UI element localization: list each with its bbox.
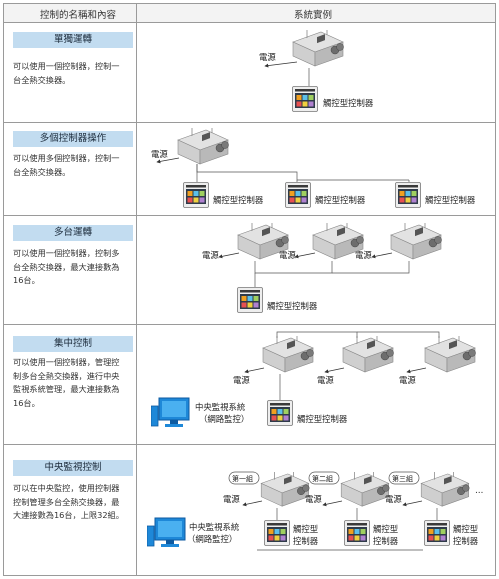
row-description: 可以使用一個控制器，控制一 台全熱交換器。 [13,61,120,85]
touch-controller-icon [264,520,290,546]
row-description-cell: 單獨運轉 可以使用一個控制器，控制一 台全熱交換器。 [4,24,136,122]
row-central-monitoring: 中央監視控制 可以在中央監控，使用控制器 控制管理多台全熱交換器，最 大連接數為… [4,446,495,575]
row-title: 集中控制 [13,336,133,352]
row-title: 中央監視控制 [13,460,133,476]
multi-unit-diagram: 電源 電源 電源 觸控型控制器 [202,223,442,313]
power-label-3: 電源 [355,250,372,260]
heat-exchanger-icon [342,336,394,373]
network-monitoring-label: （網路監控） [199,414,249,424]
computer-monitor-icon [151,397,190,428]
central-control-diagram: 電源 電源 電源 中央監視系統 （網路監控） 觸控型控制器 [151,331,476,428]
power-label-3: 電源 [399,375,416,385]
row-diagram-cell: 電源 電源 電源 中央監視系統 （網路監控） 觸控型控制器 [137,326,495,444]
row-description-cell: 集中控制 可以使用一個控制器，管理控 制多台全熱交換器，進行中央 監視系統管理，… [4,326,136,444]
row-description: 可以在中央監控，使用控制器 控制管理多台全熱交換器，最 大連接數為16台，上限3… [13,483,124,520]
row-central-control: 集中控制 可以使用一個控制器，管理控 制多台全熱交換器，進行中央 監視系統管理，… [4,326,495,445]
power-label: 電源 [259,52,276,62]
computer-monitor-icon [147,517,186,548]
row-diagram-cell: 電源 觸控型控制器 [137,24,495,122]
group-2-label: 第二組 [312,474,333,483]
controller-3-line-2: 控制器 [453,536,479,546]
header-system-example: 系統實例 [294,10,333,21]
controller-2-line-1: 觸控型 [373,524,398,534]
row-title: 多個控制器操作 [13,131,133,147]
row-single-operation: 單獨運轉 可以使用一個控制器，控制一 台全熱交換器。 電源 觸控型控制器 [4,24,495,123]
power-label-1: 電源 [233,375,250,385]
column-divider [136,4,137,575]
controller-label: 觸控型控制器 [267,301,318,311]
controller-1-line-2: 控制器 [293,536,319,546]
power-label-2: 電源 [279,250,296,260]
row-description: 可以使用一個控制器，控制多 台全熱交換器，最大連接數為 16台。 [13,248,120,285]
power-label-1: 電源 [202,250,219,260]
touch-controller-icon [395,182,421,208]
touch-controller-icon [285,182,311,208]
power-label-3: 電源 [385,494,402,504]
heat-exchanger-icon [177,128,229,165]
group-1-label: 第一組 [232,474,253,483]
controller-1-line-1: 觸控型 [293,524,318,534]
row-diagram-cell: 第一組 第二組 第三組 … 電源 電源 電源 中央監視系統 （網路監控） [137,446,495,575]
monitoring-system-label: 中央監視系統 [189,522,240,532]
row-title: 單獨運轉 [13,32,133,48]
row-description: 可以使用一個控制器，管理控 制多台全熱交換器，進行中央 監視系統管理，最大連接數… [13,357,120,408]
controller-label: 觸控型控制器 [323,98,374,108]
power-label-1: 電源 [223,494,240,504]
monitoring-system-label: 中央監視系統 [195,402,246,412]
row-description: 可以使用多個控制器，控制一 台全熱交換器。 [13,153,120,177]
group-3-label: 第三組 [392,474,413,483]
control-methods-table: 控制的名稱和內容 系統實例 單獨運轉 可以使用一個控制器，控制一 台全熱交換器。… [3,3,496,576]
heat-exchanger-icon [260,472,310,507]
touch-controller-icon [183,182,209,208]
row-title: 多台運轉 [13,225,133,241]
more-groups-ellipsis: … [475,485,483,495]
controller-label-2: 觸控型控制器 [315,195,366,205]
row-multi-controller: 多個控制器操作 可以使用多個控制器，控制一 台全熱交換器。 電源 觸控型控制器 … [4,124,495,216]
power-label: 電源 [151,149,168,159]
heat-exchanger-icon [390,223,442,260]
power-label-2: 電源 [305,494,322,504]
heat-exchanger-icon [292,30,344,67]
controller-2-line-2: 控制器 [373,536,399,546]
heat-exchanger-icon [262,336,314,373]
touch-controller-icon [344,520,370,546]
heat-exchanger-icon [420,472,470,507]
heat-exchanger-icon [340,472,390,507]
row-description-cell: 多個控制器操作 可以使用多個控制器，控制一 台全熱交換器。 [4,124,136,215]
row-multi-unit: 多台運轉 可以使用一個控制器，控制多 台全熱交換器，最大連接數為 16台。 電源… [4,217,495,325]
row-description-cell: 多台運轉 可以使用一個控制器，控制多 台全熱交換器，最大連接數為 16台。 [4,217,136,324]
controller-label-1: 觸控型控制器 [213,195,264,205]
row-diagram-cell: 電源 電源 電源 觸控型控制器 [137,217,495,324]
central-monitoring-diagram: 第一組 第二組 第三組 … 電源 電源 電源 中央監視系統 （網路監控） [147,471,483,551]
controller-label: 觸控型控制器 [297,414,348,424]
touch-controller-icon [424,520,450,546]
header-control-name: 控制的名稱和內容 [40,10,117,21]
controller-3-line-1: 觸控型 [453,524,478,534]
single-operation-diagram: 電源 觸控型控制器 [259,30,374,112]
row-diagram-cell: 電源 觸控型控制器 觸控型控制器 觸控型控制器 [137,124,495,215]
touch-controller-icon [292,86,318,112]
heat-exchanger-icon [424,336,476,373]
touch-controller-icon [267,400,293,426]
controller-label-3: 觸控型控制器 [425,195,476,205]
power-label-2: 電源 [317,375,334,385]
touch-controller-icon [237,287,263,313]
network-monitoring-label: （網路監控） [187,534,237,544]
row-description-cell: 中央監視控制 可以在中央監控，使用控制器 控制管理多台全熱交換器，最 大連接數為… [4,446,136,575]
table-header: 控制的名稱和內容 系統實例 [4,4,495,23]
multi-controller-diagram: 電源 觸控型控制器 觸控型控制器 觸控型控制器 [151,128,476,208]
